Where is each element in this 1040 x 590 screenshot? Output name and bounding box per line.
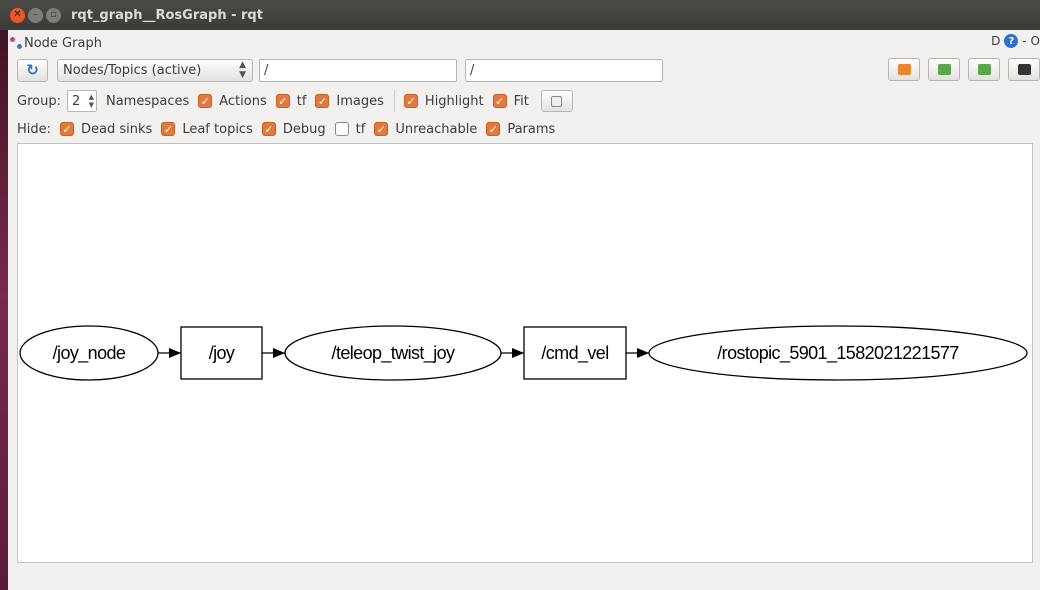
graph-canvas[interactable]: /joy_node/joy/teleop_twist_joy/cmd_vel/r… (17, 143, 1033, 563)
graph-type-select[interactable]: Nodes/Topics (active) ▲▼ (57, 58, 253, 82)
hide-tf-checkbox[interactable]: tf (334, 121, 366, 137)
checkbox-checked-icon[interactable]: ✓ (374, 122, 389, 136)
checkbox-label: Fit (513, 93, 529, 109)
checkbox-label: Debug (282, 121, 326, 137)
fit-in-view-icon (551, 95, 563, 107)
checkbox-checked-icon[interactable]: ✓ (261, 122, 276, 136)
checkbox-checked-icon[interactable]: ✓ (161, 122, 176, 136)
option-highlight-checkbox[interactable]: ✓ Highlight (403, 93, 484, 109)
option-fit-checkbox[interactable]: ✓ Fit (492, 93, 529, 109)
node-label: /rostopic_5901_1582021221577 (717, 343, 959, 364)
toolbar-row: ↻ Nodes/Topics (active) ▲▼ (8, 58, 1040, 82)
ros-node-teleop_twist_joy[interactable]: /teleop_twist_joy (284, 325, 502, 381)
graph-type-value: Nodes/Topics (active) (63, 62, 202, 78)
checkbox-checked-icon[interactable]: ✓ (275, 94, 290, 108)
checkbox-checked-icon[interactable]: ✓ (60, 122, 75, 136)
dock-titlebar[interactable]: Node Graph D ? - O (8, 34, 1040, 52)
topic-node-cmd_vel[interactable]: /cmd_vel (523, 326, 627, 380)
checkbox-label: Leaf topics (182, 121, 253, 137)
hide-debug-checkbox[interactable]: ✓ Debug (261, 121, 326, 137)
save-image-button[interactable] (1008, 58, 1040, 81)
group-value: 2 (71, 93, 81, 109)
options-row: Group: 2 ▲▼ Namespaces ✓ Actions ✓ tf ✓ Image… (8, 90, 1040, 112)
ros-node-joy_node[interactable]: /joy_node (19, 325, 159, 381)
load-dot-button[interactable] (888, 58, 920, 81)
node-filter-input[interactable] (259, 58, 457, 82)
save-svg-button[interactable] (968, 58, 1000, 81)
rqt-window: Node Graph D ? - O ↻ Nodes/Topics (activ… (8, 30, 1040, 590)
option-tf-checkbox[interactable]: ✓ tf (275, 93, 307, 109)
node-label: /teleop_twist_joy (332, 343, 455, 364)
checkbox-label: Actions (219, 93, 267, 109)
save-image-icon (1017, 64, 1031, 75)
dock-d-button[interactable]: D (991, 34, 1001, 48)
hide-unreachable-checkbox[interactable]: ✓ Unreachable (374, 122, 477, 137)
topic-node-joy[interactable]: /joy (180, 326, 263, 380)
hide-row: Hide: ✓ Dead sinks ✓ Leaf topics ✓ Debug tf ✓ Un… (8, 119, 1040, 139)
topic-filter-input[interactable] (465, 58, 663, 82)
node-label: /joy (209, 343, 235, 363)
combo-arrows-icon: ▲▼ (239, 60, 246, 80)
hide-label: Hide: (17, 121, 52, 137)
checkbox-checked-icon[interactable]: ✓ (315, 94, 330, 108)
minimize-button[interactable]: – (28, 7, 43, 23)
ros-graph: /joy_node/joy/teleop_twist_joy/cmd_vel/r… (19, 325, 1028, 381)
hide-dead-sinks-checkbox[interactable]: ✓ Dead sinks (60, 122, 152, 137)
checkbox-checked-icon[interactable]: ✓ (403, 94, 418, 108)
checkbox-label: tf (296, 93, 307, 109)
save-dot-button[interactable] (928, 58, 960, 81)
checkbox-label: Params (507, 121, 556, 137)
node-label: /cmd_vel (541, 343, 608, 364)
node-label: /joy_node (53, 343, 126, 364)
fit-in-view-button[interactable] (540, 90, 573, 112)
window-titlebar[interactable]: ✕ – ▫ rqt_graph__RosGraph - rqt (0, 0, 1040, 30)
checkbox-checked-icon[interactable]: ✓ (486, 122, 501, 136)
desktop-background (0, 0, 8, 590)
dock-title: Node Graph (24, 35, 102, 51)
help-icon[interactable]: ? (1004, 34, 1019, 48)
refresh-icon: ↻ (26, 61, 39, 79)
file-tool-buttons (888, 58, 1040, 81)
checkbox-label: Unreachable (395, 121, 478, 137)
save-svg-icon (977, 64, 991, 75)
node-graph-icon (10, 37, 22, 49)
option-actions-checkbox[interactable]: ✓ Actions (198, 94, 267, 109)
node-shape[interactable] (523, 326, 627, 380)
checkbox-label: tf (355, 121, 366, 137)
checkbox-checked-icon[interactable]: ✓ (198, 94, 213, 108)
checkbox-label: Highlight (424, 93, 484, 109)
checkbox-checked-icon[interactable]: ✓ (492, 94, 507, 108)
node-shape[interactable] (180, 326, 263, 380)
namespaces-label: Namespaces (105, 93, 190, 109)
node-shape[interactable] (19, 325, 159, 381)
dock-controls: D ? - O (991, 34, 1040, 48)
ros-node-rostopic[interactable]: /rostopic_5901_1582021221577 (648, 325, 1028, 381)
maximize-button[interactable]: ▫ (46, 7, 61, 23)
hide-leaf-topics-checkbox[interactable]: ✓ Leaf topics (161, 122, 253, 137)
close-button[interactable]: ✕ (10, 7, 25, 23)
option-images-checkbox[interactable]: ✓ Images (315, 94, 384, 109)
group-spinbox[interactable]: 2 ▲▼ (66, 90, 97, 112)
load-dot-icon (897, 64, 911, 75)
node-shape[interactable] (284, 325, 502, 381)
dock-close-button[interactable]: - O (1022, 34, 1040, 48)
hide-params-checkbox[interactable]: ✓ Params (486, 122, 555, 137)
checkbox-label: Dead sinks (81, 121, 153, 137)
separator (393, 90, 395, 112)
group-label: Group: (17, 93, 61, 109)
checkbox-label: Images (336, 93, 384, 109)
spin-arrows-icon[interactable]: ▲▼ (88, 93, 94, 109)
save-dot-icon (937, 64, 951, 75)
window-title: rqt_graph__RosGraph - rqt (71, 7, 263, 23)
checkbox-unchecked-icon[interactable] (334, 122, 349, 136)
node-shape[interactable] (648, 325, 1028, 381)
refresh-button[interactable]: ↻ (17, 58, 48, 82)
